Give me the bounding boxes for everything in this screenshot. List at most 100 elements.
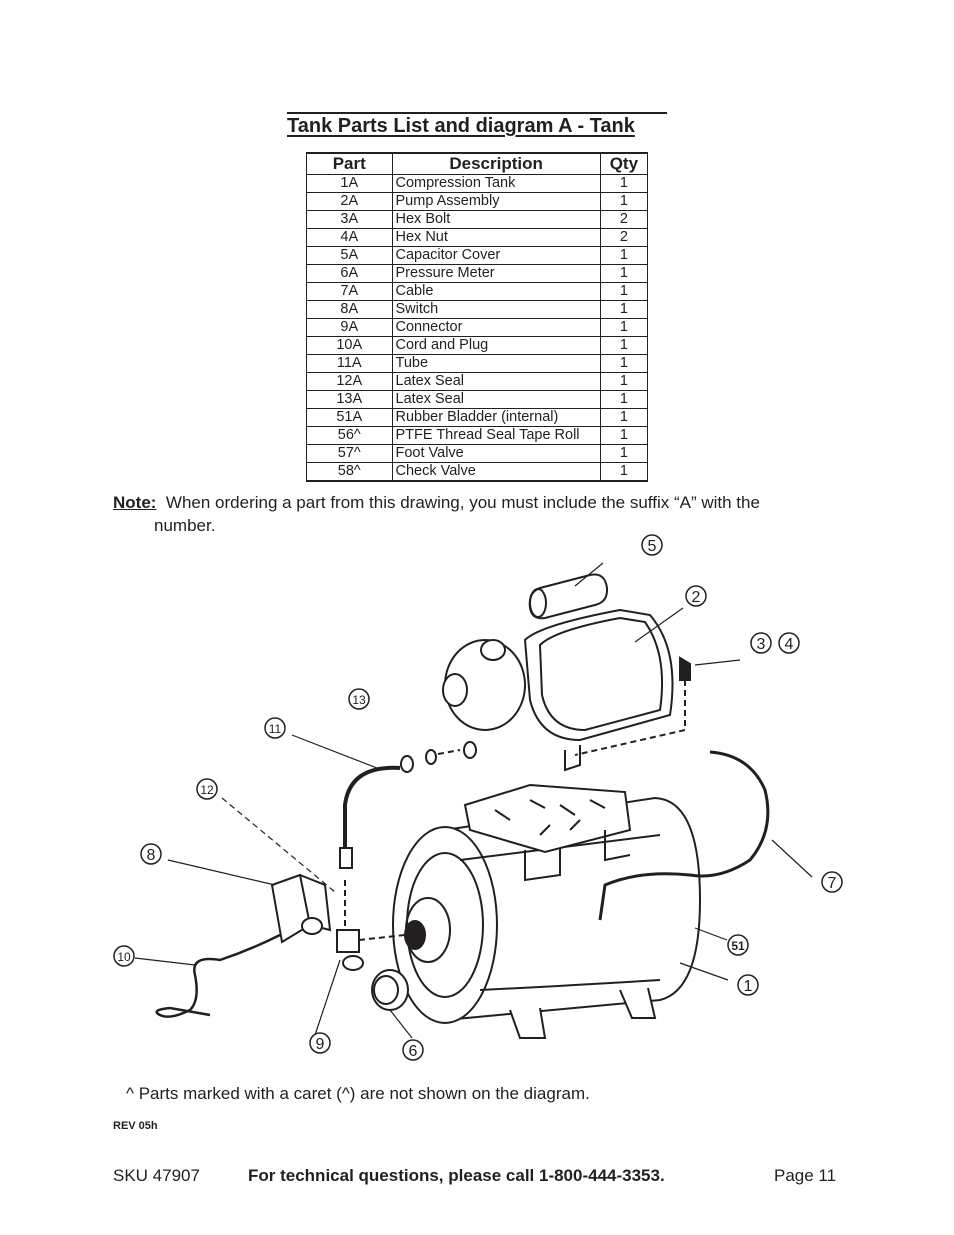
tank-diagram: 5 2 3 4 13 11 12 8 7 51 10 1 9 6 [113,534,843,1061]
svg-text:51: 51 [731,939,745,953]
description-cell: Latex Seal [391,372,601,391]
svg-text:3: 3 [757,636,766,653]
callout-1: 1 [737,974,759,996]
qty-cell: 1 [599,444,649,463]
switch-drawing [270,873,332,944]
callout-11: 11 [264,717,286,739]
compression-tank-drawing [392,783,702,1039]
qty-cell: 1 [599,372,649,391]
note-text-line1: When ordering a part from this drawing, … [165,493,760,512]
qty-cell: 1 [599,426,649,445]
qty-cell: 1 [599,318,649,337]
qty-cell: 1 [599,282,649,301]
title-block: Tank Parts List and diagram A - Tank [287,112,667,138]
svg-text:2: 2 [692,589,701,606]
svg-text:6: 6 [409,1043,418,1060]
description-cell: Switch [391,300,601,319]
svg-text:11: 11 [269,722,282,736]
tube-drawing [343,765,401,850]
part-number-cell: 10A [306,336,393,355]
qty-cell: 1 [599,390,649,409]
footer-sku: SKU 47907 [113,1166,200,1185]
callout-13: 13 [348,688,370,710]
part-number-cell: 2A [306,192,393,211]
part-number-cell: 5A [306,246,393,265]
description-cell: PTFE Thread Seal Tape Roll [391,426,601,445]
part-number-cell: 56^ [306,426,393,445]
callout-8: 8 [140,843,162,865]
callout-9: 9 [309,1032,331,1054]
description-cell: Capacitor Cover [391,246,601,265]
callout-7: 7 [821,871,843,893]
part-number-cell: 6A [306,264,393,283]
description-cell: Connector [391,318,601,337]
part-number-cell: 11A [306,354,393,373]
callout-labels: 5 2 3 4 13 11 12 8 7 51 10 1 9 6 [113,534,843,1061]
qty-cell: 1 [599,408,649,427]
qty-cell: 1 [599,246,649,265]
svg-text:8: 8 [147,847,156,864]
revision-label: REV 05h [113,1120,158,1132]
qty-cell: 1 [599,264,649,283]
qty-cell: 2 [599,228,649,247]
description-cell: Pressure Meter [391,264,601,283]
qty-cell: 2 [599,210,649,229]
callout-3: 3 [750,632,772,654]
footer-tech-support: For technical questions, please call 1-8… [248,1166,665,1185]
qty-cell: 1 [599,174,649,193]
description-cell: Foot Valve [391,444,601,463]
part-number-cell: 13A [306,390,393,409]
description-cell: Check Valve [391,462,601,482]
callout-12: 12 [196,778,218,800]
part-number-cell: 1A [306,174,393,193]
header-part: Part [306,152,393,175]
ordering-note: Note: When ordering a part from this dra… [113,491,853,537]
note-label: Note: [113,493,157,512]
table-header-row: Part Description Qty [306,152,649,175]
svg-text:13: 13 [352,693,366,707]
pressure-meter-drawing [371,969,409,1011]
description-cell: Compression Tank [391,174,601,193]
description-cell: Pump Assembly [391,192,601,211]
pump-assembly-drawing [442,573,691,772]
caret-note: ^ Parts marked with a caret (^) are not … [126,1084,590,1103]
part-number-cell: 8A [306,300,393,319]
part-number-cell: 51A [306,408,393,427]
description-cell: Rubber Bladder (internal) [391,408,601,427]
part-number-cell: 4A [306,228,393,247]
svg-text:12: 12 [200,783,214,797]
callout-10: 10 [113,945,135,967]
description-cell: Cord and Plug [391,336,601,355]
svg-text:1: 1 [744,978,753,995]
svg-text:5: 5 [648,538,657,555]
description-cell: Cable [391,282,601,301]
description-cell: Hex Bolt [391,210,601,229]
callout-51: 51 [727,934,749,956]
footer-page-number: Page 11 [774,1166,837,1185]
qty-cell: 1 [599,462,649,482]
cable-drawing [598,750,770,921]
description-cell: Latex Seal [391,390,601,409]
qty-cell: 1 [599,300,649,319]
callout-6: 6 [402,1039,424,1061]
part-number-cell: 9A [306,318,393,337]
part-number-cell: 12A [306,372,393,391]
header-qty: Qty [599,152,649,175]
qty-cell: 1 [599,192,649,211]
svg-text:9: 9 [316,1036,325,1053]
